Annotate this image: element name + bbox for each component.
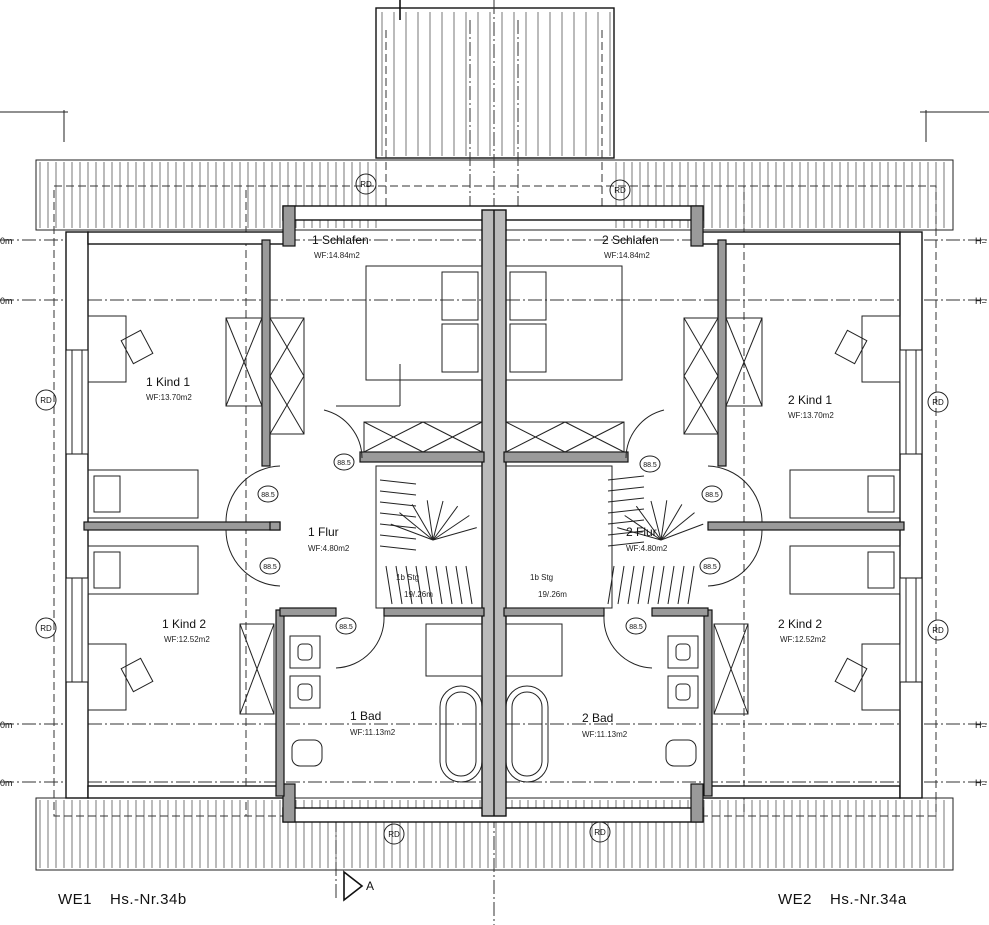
svg-text:H=: H=	[975, 296, 987, 306]
door-marker-2: 88.5	[259, 557, 281, 575]
room-area-1-bad: WF:11.13m2	[350, 728, 396, 737]
svg-text:RD: RD	[360, 180, 372, 189]
corner-post-bl	[282, 783, 296, 823]
roof-band-top	[35, 159, 954, 231]
rd-markers: RD RD RD RD RD RD RD RD	[35, 173, 949, 845]
door-marker-3: 88.5	[333, 453, 355, 471]
room-name-1-schlafen: 1 Schlafen	[312, 233, 369, 247]
svg-text:H=: H=	[975, 778, 987, 788]
double-bed-1	[365, 265, 483, 381]
room-area-2-kind-2: WF:12.52m2	[780, 635, 826, 644]
rd-marker-top-right: RD	[609, 179, 631, 201]
svg-text:88.5: 88.5	[705, 492, 719, 499]
door-marker-1: 88.5	[257, 485, 279, 503]
room-name-1-kind-1: 1 Kind 1	[146, 375, 190, 389]
unit-we2-label: WE2	[778, 891, 812, 908]
dormer-projection	[375, 7, 615, 159]
unit-labels: WE1 Hs.-Nr.34b WE2 Hs.-Nr.34a	[58, 891, 907, 908]
svg-text:0m: 0m	[0, 296, 13, 306]
rd-marker-right-1: RD	[927, 391, 949, 413]
room-area-1-flur: WF:4.80m2	[308, 544, 350, 553]
room-name-2-kind-2: 2 Kind 2	[778, 617, 822, 631]
svg-text:RD: RD	[40, 396, 52, 405]
rd-marker-bottom-left: RD	[383, 823, 405, 845]
stair-steps-1: 19/.26m	[404, 590, 433, 599]
furniture	[87, 265, 901, 783]
svg-text:RD: RD	[40, 624, 52, 633]
svg-text:RD: RD	[614, 186, 626, 195]
unit-we1-label: WE1	[58, 891, 92, 908]
room-name-2-bad: 2 Bad	[582, 711, 613, 725]
corner-post-tr	[690, 205, 704, 247]
unit-we1-house: Hs.-Nr.34b	[110, 891, 187, 908]
svg-text:88.5: 88.5	[629, 624, 643, 631]
room-name-2-schlafen: 2 Schlafen	[602, 233, 659, 247]
svg-text:RD: RD	[932, 626, 944, 635]
rd-marker-top-left: RD	[355, 173, 377, 195]
svg-text:RD: RD	[594, 828, 606, 837]
room-area-1-kind-1: WF:13.70m2	[146, 393, 192, 402]
room-name-1-bad: 1 Bad	[350, 709, 381, 723]
svg-text:H=: H=	[975, 236, 987, 246]
svg-text:0m: 0m	[0, 236, 13, 246]
door-marker-4: 88.5	[335, 617, 357, 635]
section-marker-a: A	[343, 870, 374, 902]
door-markers: 88.5 88.5 88.5 88.5 88.5 88.5 88.5 88.5	[257, 453, 723, 635]
door-marker-7: 88.5	[699, 557, 721, 575]
room-name-2-kind-1: 2 Kind 1	[788, 393, 832, 407]
corner-post-tl	[282, 205, 296, 247]
stair-right	[505, 465, 704, 609]
room-area-2-flur: WF:4.80m2	[626, 544, 668, 553]
outer-wall-left	[65, 231, 89, 799]
unit-we2-house: Hs.-Nr.34a	[830, 891, 907, 908]
side-windows	[65, 349, 923, 683]
stair-name-1: 1b Stg	[396, 573, 419, 582]
door-marker-6: 88.5	[701, 485, 723, 503]
svg-text:RD: RD	[932, 398, 944, 407]
room-area-2-bad: WF:11.13m2	[582, 730, 628, 739]
svg-text:88.5: 88.5	[643, 462, 657, 469]
room-name-1-kind-2: 1 Kind 2	[162, 617, 206, 631]
svg-text:0m: 0m	[0, 720, 13, 730]
room-name-1-flur: 1 Flur	[308, 525, 339, 539]
door-swings	[225, 409, 763, 669]
room-area-2-kind-1: WF:13.70m2	[788, 411, 834, 420]
level-labels: 0m 0m 0m 0m H= H= H= H=	[0, 236, 987, 788]
outer-wall-top-left	[87, 231, 287, 245]
outer-wall-top-right	[699, 231, 901, 245]
room-labels: 1 Schlafen WF:14.84m2 2 Schlafen WF:14.8…	[146, 233, 834, 739]
rd-marker-left-2: RD	[35, 617, 57, 639]
corner-post-br	[690, 783, 704, 823]
room-name-2-flur: 2 Flur	[626, 525, 657, 539]
door-marker-5: 88.5	[639, 455, 661, 473]
double-bed-2	[505, 265, 623, 381]
outer-wall-right	[899, 231, 923, 799]
room-area-1-kind-2: WF:12.52m2	[164, 635, 210, 644]
outer-wall-bottom-left	[87, 785, 287, 799]
room-area-2-schlafen: WF:14.84m2	[604, 251, 650, 260]
svg-text:88.5: 88.5	[337, 460, 351, 467]
rd-marker-bottom-right: RD	[589, 821, 611, 843]
stair-name-2: 1b Stg	[530, 573, 553, 582]
svg-text:0m: 0m	[0, 778, 13, 788]
svg-text:A: A	[366, 879, 374, 893]
outer-wall-bottom-right	[699, 785, 901, 799]
door-marker-8: 88.5	[625, 617, 647, 635]
svg-text:88.5: 88.5	[703, 564, 717, 571]
svg-text:RD: RD	[388, 830, 400, 839]
svg-text:88.5: 88.5	[263, 564, 277, 571]
rd-marker-left-1: RD	[35, 389, 57, 411]
dashed-outline-left	[53, 185, 745, 817]
rd-marker-right-2: RD	[927, 619, 949, 641]
svg-text:H=: H=	[975, 720, 987, 730]
stair-steps-2: 19/.26m	[538, 590, 567, 599]
svg-text:88.5: 88.5	[339, 624, 353, 631]
room-area-1-schlafen: WF:14.84m2	[314, 251, 360, 260]
stair-left	[375, 465, 483, 609]
svg-text:88.5: 88.5	[261, 492, 275, 499]
